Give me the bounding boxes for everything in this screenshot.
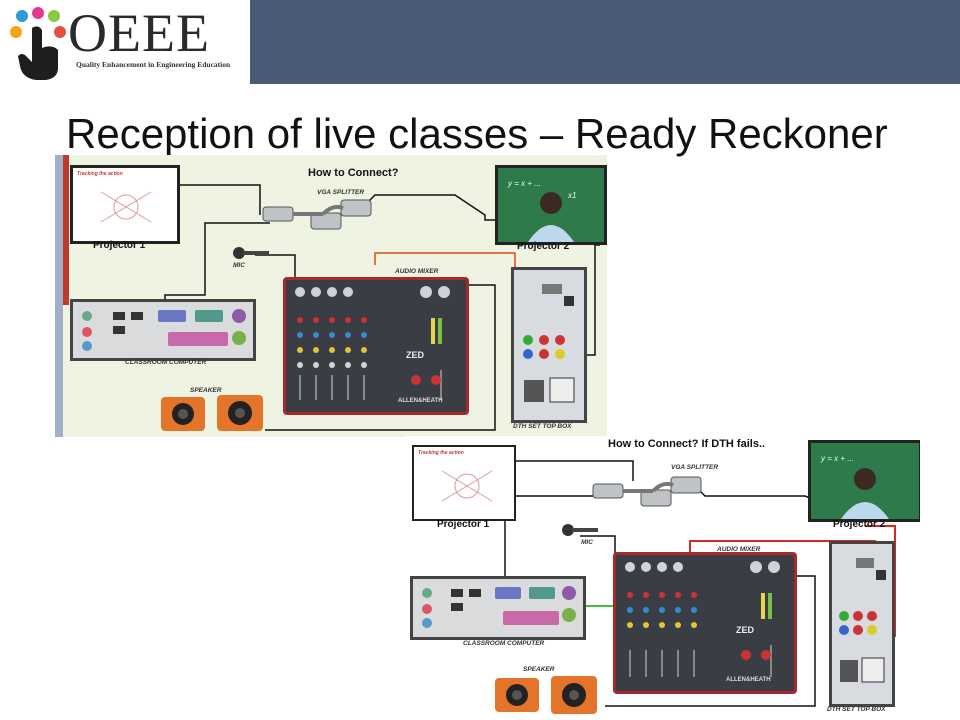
computer-label: CLASSROOM COMPUTER	[125, 359, 207, 366]
logo-area: OEEE Quality Enhancement in Engineering …	[0, 0, 252, 84]
audio-mixer-label: AUDIO MIXER	[395, 268, 439, 275]
vga-splitter-icon	[592, 476, 702, 507]
mixer-model: ZED	[736, 625, 754, 635]
hand-logo-icon	[10, 7, 66, 80]
speaker-label: SPEAKER	[523, 666, 555, 673]
screen-heading: Tracking the action	[418, 450, 464, 456]
projector1-label: Projector 1	[437, 519, 490, 530]
projector1-label: Projector 1	[93, 240, 146, 251]
side-strip	[55, 155, 63, 437]
mic-label: MIC	[581, 539, 593, 546]
computer-back-panel	[70, 299, 256, 361]
slide-title: Reception of live classes – Ready Reckon…	[66, 110, 888, 157]
mic-label: MIC	[233, 262, 245, 269]
diagram-sketch-icon	[441, 470, 493, 502]
diagram-bottom: How to Connect? If DTH fails.. Tracking …	[405, 436, 920, 720]
dth-set-top-box	[511, 267, 587, 423]
projector2-label: Projector 2	[517, 241, 570, 252]
mixer-model: ZED	[406, 350, 424, 360]
logo-wordmark: OEEE	[68, 3, 210, 63]
screen-heading: Tracking the action	[77, 171, 123, 177]
vga-splitter-label: VGA SPLITTER	[671, 464, 719, 471]
projector2-screen: y = x + ... x1	[495, 165, 607, 245]
svg-text:y = x + ...: y = x + ...	[820, 454, 854, 463]
speaker-label: SPEAKER	[190, 387, 222, 394]
svg-text:y = x + ...: y = x + ...	[507, 179, 541, 188]
microphone-icon	[233, 247, 269, 259]
diagram-sketch-icon	[100, 191, 152, 223]
projector2-screen: y = x + ...	[808, 440, 920, 522]
mixer-brand: ALLEN&HEATH	[398, 398, 443, 404]
dth-ports	[523, 284, 575, 403]
projector1-screen: Tracking the action	[70, 165, 180, 244]
audio-mixer: ZED ALLEN&HEATH	[613, 552, 797, 694]
dth-label: DTH SET TOP BOX	[827, 706, 886, 713]
svg-text:x1: x1	[567, 191, 576, 200]
lecturer-video: y = x + ... x1	[498, 168, 604, 242]
computer-label: CLASSROOM COMPUTER	[463, 640, 545, 647]
mixer-brand: ALLEN&HEATH	[726, 677, 771, 683]
projector1-screen: Tracking the action	[412, 445, 516, 521]
vga-splitter-label: VGA SPLITTER	[317, 189, 365, 196]
projector2-label: Projector 2	[833, 519, 886, 530]
dth-label: DTH SET TOP BOX	[513, 423, 572, 430]
diagram-heading: How to Connect? If DTH fails..	[608, 438, 766, 450]
vga-splitter-icon	[262, 199, 372, 230]
audio-mixer: ZED ALLEN&HEATH	[283, 277, 469, 415]
diagram-heading: How to Connect?	[308, 167, 399, 179]
audio-mixer-label: AUDIO MIXER	[717, 546, 761, 553]
computer-ports	[82, 309, 246, 351]
computer-back-panel	[410, 576, 586, 640]
diagram-top: Tracking the action Projector 1 How to C…	[55, 155, 607, 437]
dth-set-top-box	[829, 541, 895, 707]
dth-ports	[839, 558, 886, 683]
speaker-icon	[161, 395, 263, 431]
header-bar	[250, 0, 960, 84]
lecturer-video: y = x + ...	[811, 443, 919, 519]
microphone-icon	[562, 524, 598, 536]
computer-ports	[422, 586, 576, 628]
speaker-icon	[495, 676, 597, 714]
mixer-knobs	[625, 561, 780, 677]
mixer-knobs	[295, 286, 450, 400]
side-strip-red	[63, 155, 69, 305]
logo-tagline: Quality Enhancement in Engineering Educa…	[76, 60, 231, 69]
